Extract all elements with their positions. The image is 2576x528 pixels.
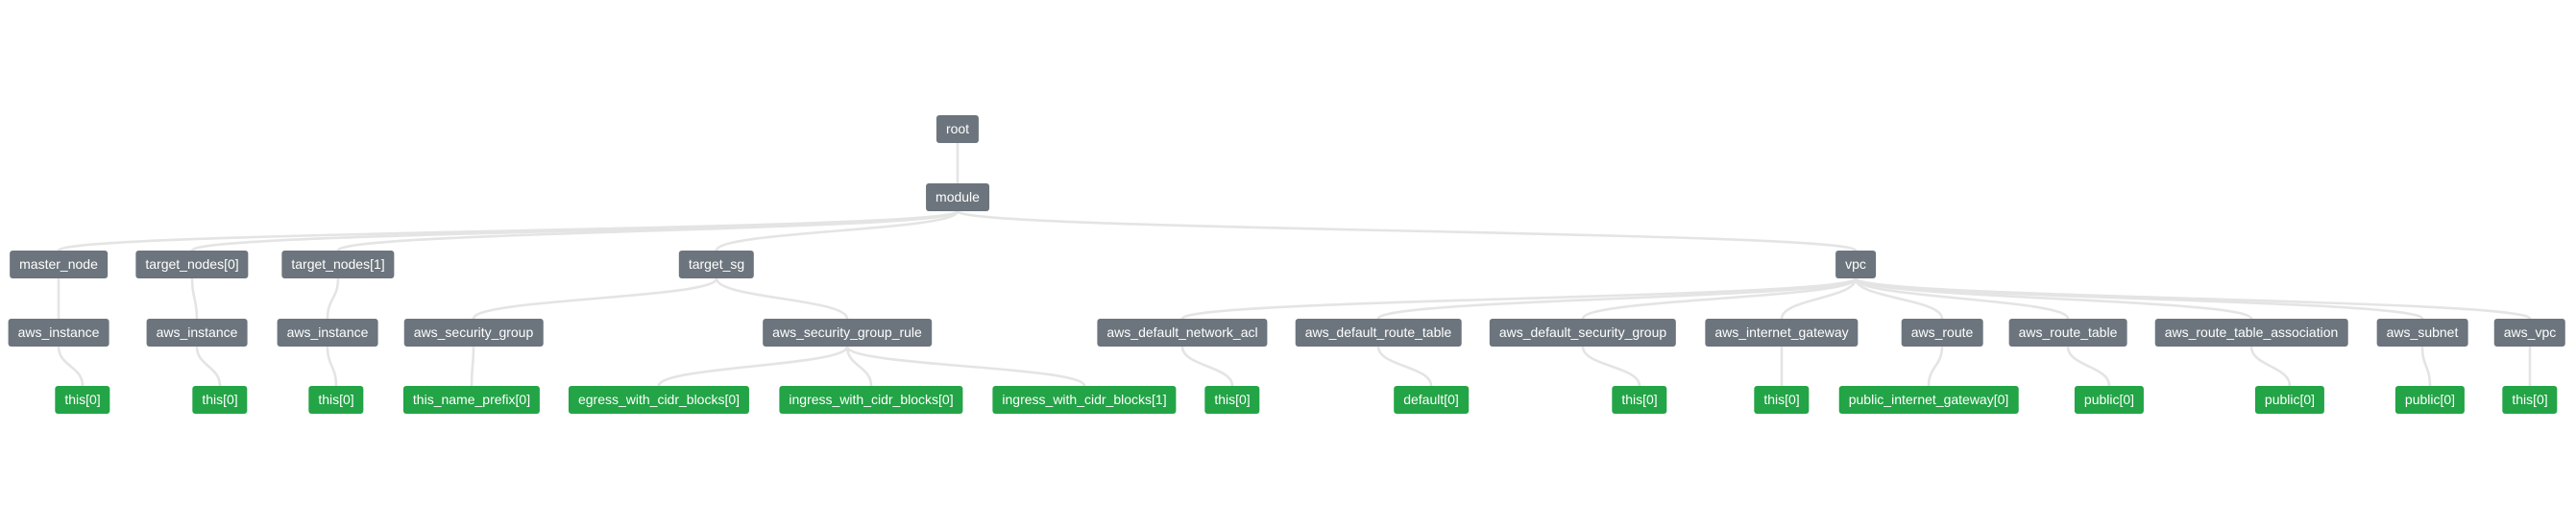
tree-edge — [1376, 276, 1858, 321]
tree-edge — [57, 346, 85, 387]
tree-edge — [1581, 277, 1858, 320]
tree-leaf-ingress-with-cidr-blocks-0[interactable]: ingress_with_cidr_blocks[0] — [779, 386, 963, 414]
tree-node-aws-default-security-group[interactable]: aws_default_security_group — [1489, 319, 1677, 347]
tree-edge — [1581, 346, 1641, 387]
tree-edge — [1180, 276, 1858, 321]
tree-edge — [336, 209, 960, 252]
tree-node-aws-instance[interactable]: aws_instance — [146, 319, 248, 347]
tree-node-aws-subnet[interactable]: aws_subnet — [2376, 319, 2468, 347]
tree-edge — [956, 209, 1858, 252]
tree-leaf-default-0[interactable]: default[0] — [1394, 386, 1469, 414]
tree-edge — [1180, 346, 1234, 387]
tree-node-aws-instance[interactable]: aws_instance — [8, 319, 109, 347]
tree-edge — [190, 277, 199, 320]
tree-node-aws-instance[interactable]: aws_instance — [277, 319, 378, 347]
tree-node-target-sg[interactable]: target_sg — [678, 251, 755, 278]
tree-edge — [2420, 346, 2432, 387]
tree-leaf-this-0[interactable]: this[0] — [1754, 386, 1810, 414]
tree-leaf-egress-with-cidr-blocks-0[interactable]: egress_with_cidr_blocks[0] — [568, 386, 750, 414]
tree-edge — [1854, 277, 1944, 320]
tree-edge — [1854, 276, 2532, 321]
tree-leaf-this-0[interactable]: this[0] — [2502, 386, 2558, 414]
tree-leaf-this-0[interactable]: this[0] — [192, 386, 248, 414]
tree-edge — [845, 346, 873, 387]
tree-edge — [1780, 277, 1858, 320]
tree-leaf-public-0[interactable]: public[0] — [2254, 386, 2325, 414]
tree-edge — [1376, 346, 1433, 387]
tree-leaf-this-0[interactable]: this[0] — [1612, 386, 1667, 414]
tree-node-master-node[interactable]: master_node — [10, 251, 108, 278]
tree-edge — [472, 277, 718, 320]
tree-edge — [195, 346, 222, 387]
tree-edge — [715, 277, 849, 320]
tree-edge — [326, 277, 340, 320]
tree-node-vpc[interactable]: vpc — [1835, 251, 1876, 278]
tree-edge — [1927, 346, 1944, 387]
tree-node-aws-default-network-acl[interactable]: aws_default_network_acl — [1097, 319, 1268, 347]
tree-edge — [326, 346, 338, 387]
tree-node-target-nodes-0[interactable]: target_nodes[0] — [135, 251, 249, 278]
tree-node-aws-default-route-table[interactable]: aws_default_route_table — [1295, 319, 1462, 347]
tree-node-aws-internet-gateway[interactable]: aws_internet_gateway — [1705, 319, 1859, 347]
tree-node-target-nodes-1[interactable]: target_nodes[1] — [281, 251, 395, 278]
tree-node-aws-route-table[interactable]: aws_route_table — [2008, 319, 2127, 347]
tree-edge — [2066, 346, 2111, 387]
tree-edge — [657, 346, 849, 387]
tree-node-root[interactable]: root — [936, 115, 980, 143]
tree-node-aws-security-group[interactable]: aws_security_group — [403, 319, 544, 347]
tree-node-aws-route-table-association[interactable]: aws_route_table_association — [2154, 319, 2348, 347]
tree-leaf-this-0[interactable]: this[0] — [308, 386, 364, 414]
tree-leaf-ingress-with-cidr-blocks-1[interactable]: ingress_with_cidr_blocks[1] — [992, 386, 1177, 414]
tree-leaf-this-0[interactable]: this[0] — [1204, 386, 1260, 414]
tree-leaf-public-0[interactable]: public[0] — [2394, 386, 2466, 414]
tree-node-aws-security-group-rule[interactable]: aws_security_group_rule — [763, 319, 932, 347]
tree-edge — [1854, 277, 2070, 320]
tree-leaf-this-name-prefix-0[interactable]: this_name_prefix[0] — [402, 386, 541, 414]
tree-leaf-public-internet-gateway-0[interactable]: public_internet_gateway[0] — [1838, 386, 2019, 414]
tree-edge — [845, 346, 1086, 387]
tree-node-aws-route[interactable]: aws_route — [1901, 319, 1983, 347]
tree-leaf-public-0[interactable]: public[0] — [2074, 386, 2145, 414]
tree-leaf-this-0[interactable]: this[0] — [55, 386, 110, 414]
tree-edge — [470, 346, 475, 387]
tree-edge — [715, 210, 960, 252]
tree-node-aws-vpc[interactable]: aws_vpc — [2493, 319, 2566, 347]
tree-node-module[interactable]: module — [926, 183, 989, 211]
tree-edge — [2249, 346, 2292, 387]
